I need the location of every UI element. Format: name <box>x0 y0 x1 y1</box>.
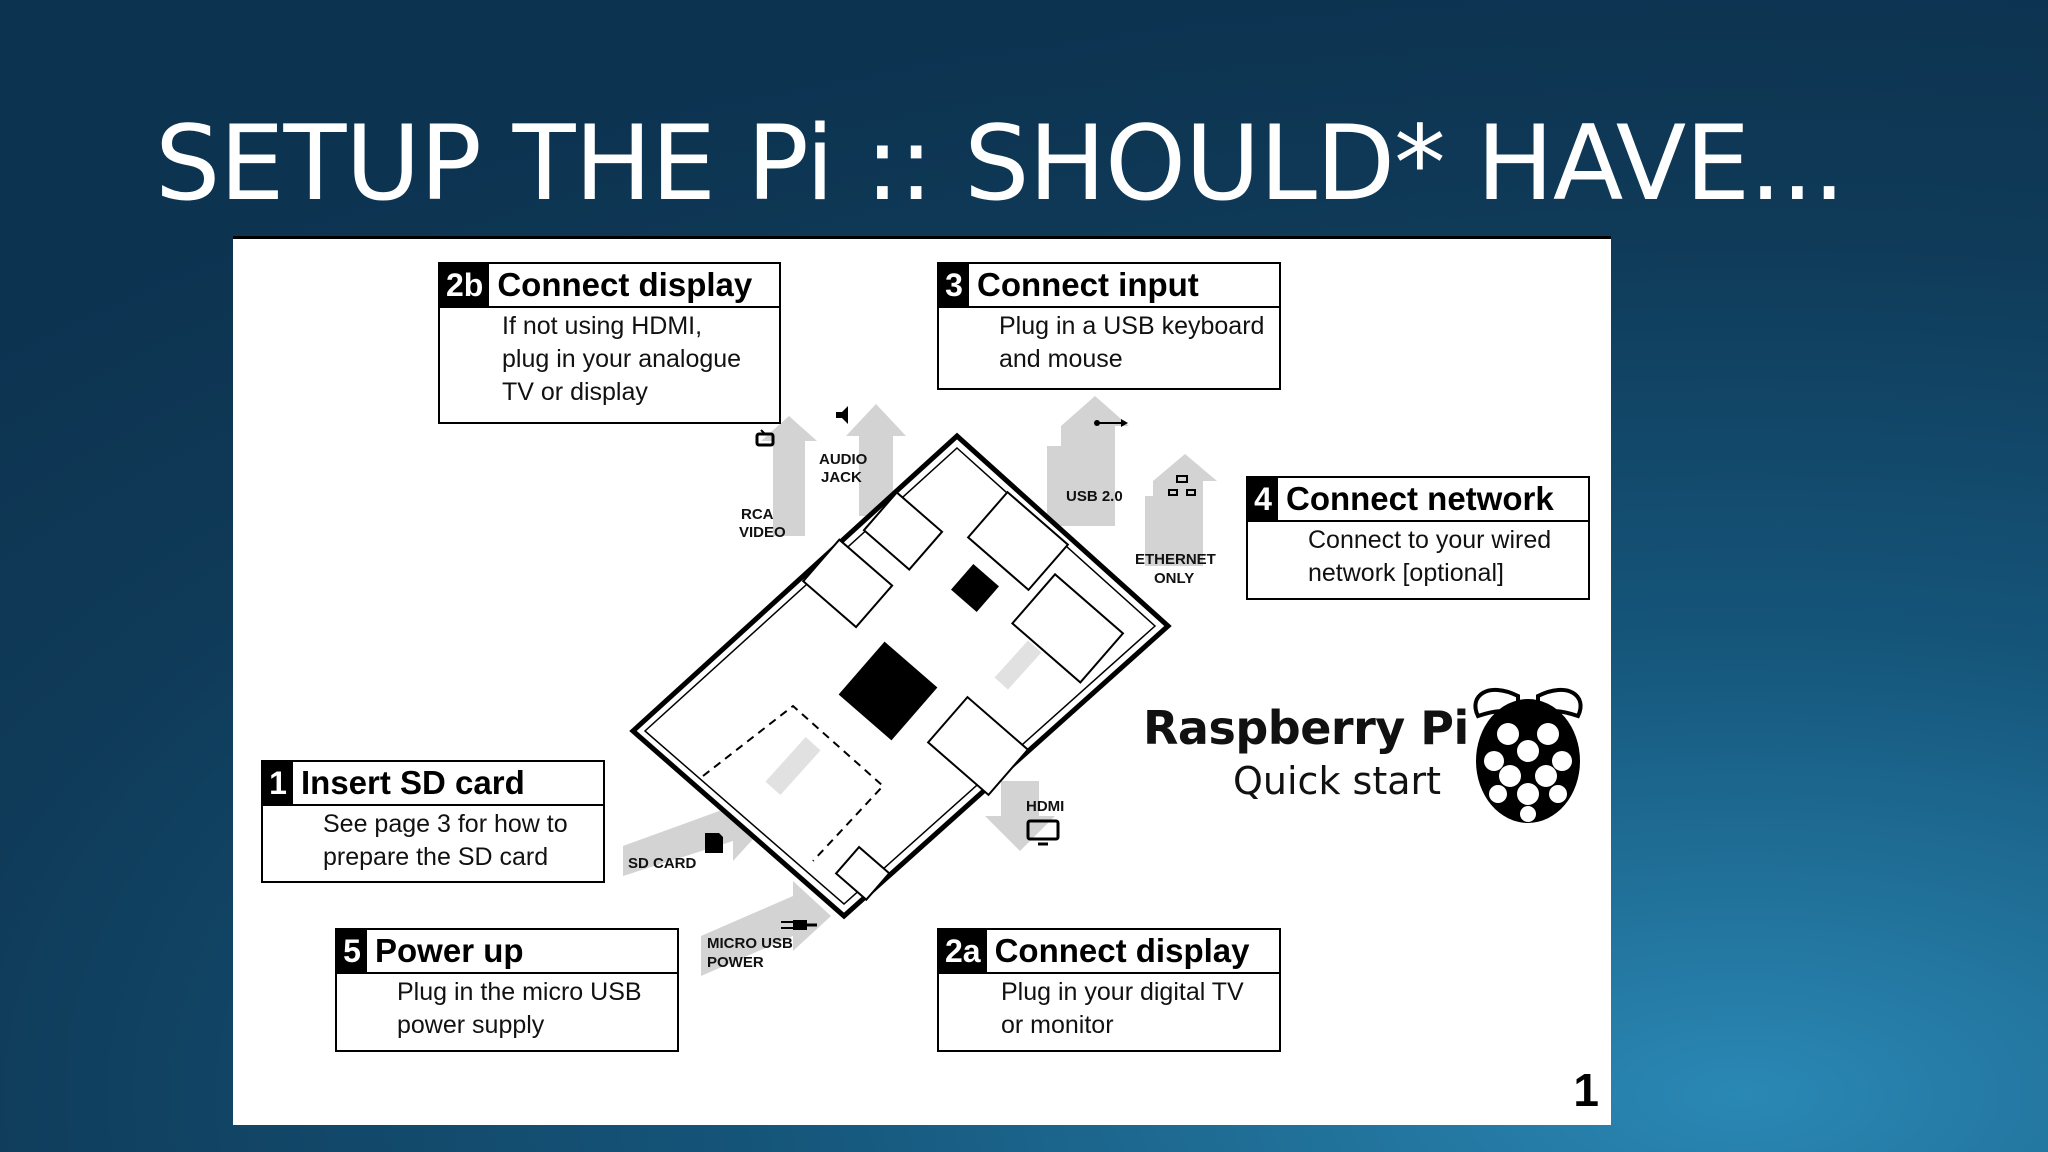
step-body: If not using HDMI, plug in your analogue… <box>502 312 742 406</box>
step-number: 3 <box>939 264 969 306</box>
card-top-border <box>233 236 1611 239</box>
step-3-box: 3 Connect input Plug in a USB keyboard a… <box>937 262 1281 390</box>
cpu-chip <box>838 641 938 741</box>
rca-arrow <box>761 416 817 536</box>
step-body: Plug in your digital TV or monitor <box>1001 978 1244 1039</box>
step-body: See page 3 for how to prepare the SD car… <box>323 810 568 871</box>
step-2b-box: 2b Connect display If not using HDMI, pl… <box>438 262 781 424</box>
step-number: 1 <box>263 762 293 804</box>
usb-arrow <box>1047 396 1129 526</box>
audio-label-1: AUDIO <box>819 451 868 468</box>
audio-label-2: JACK <box>821 469 862 486</box>
slide-title: SETUP THE Pi :: SHOULD* HAVE... <box>155 104 1845 224</box>
step-number: 4 <box>1248 478 1278 520</box>
step-5-box: 5 Power up Plug in the micro USB power s… <box>335 928 679 1052</box>
power-arrow <box>701 881 831 976</box>
tv-icon <box>755 429 775 447</box>
sd-card-icon <box>705 833 723 853</box>
step-heading: Connect network <box>1286 480 1554 517</box>
rca-label-2: VIDEO <box>739 524 786 541</box>
step-body: Plug in a USB keyboard and mouse <box>999 312 1265 373</box>
quick-start-card: RCA VIDEO AUDIO JACK USB 2.0 ETHERNET ON… <box>233 236 1611 1125</box>
step-4-box: 4 Connect network Connect to your wired … <box>1246 476 1590 600</box>
step-header: 2a Connect display <box>939 930 1279 974</box>
step-header: 1 Insert SD card <box>263 762 603 806</box>
power-label-2: POWER <box>707 954 764 971</box>
ethernet-arrow <box>1145 454 1217 566</box>
power-plug-icon <box>781 920 817 930</box>
step-1-box: 1 Insert SD card See page 3 for how to p… <box>261 760 605 883</box>
sd-card-label: SD CARD <box>628 855 697 872</box>
monitor-icon <box>1026 819 1060 846</box>
step-2a-box: 2a Connect display Plug in your digital … <box>937 928 1281 1052</box>
step-body: Connect to your wired network [optional] <box>1308 526 1552 587</box>
pi-board <box>629 432 1172 920</box>
usb-icon <box>1094 419 1128 427</box>
raspberry-pi-board-diagram: RCA VIDEO AUDIO JACK USB 2.0 ETHERNET ON… <box>623 396 1583 976</box>
step-header: 3 Connect input <box>939 264 1279 308</box>
step-heading: Connect display <box>994 932 1250 969</box>
network-icon <box>1168 475 1196 496</box>
step-header: 2b Connect display <box>440 264 779 308</box>
step-number: 5 <box>337 930 367 972</box>
small-chip <box>951 564 999 612</box>
speaker-icon <box>836 406 848 424</box>
step-heading: Insert SD card <box>301 764 525 801</box>
brand-subtitle: Quick start <box>1233 759 1442 803</box>
usb-label: USB 2.0 <box>1066 488 1123 505</box>
step-heading: Connect input <box>977 266 1199 303</box>
hdmi-arrow <box>985 781 1055 851</box>
page-number: 1 <box>1573 1064 1599 1116</box>
power-label-1: MICRO USB <box>707 935 793 952</box>
port-arrows <box>623 396 1217 976</box>
audio-arrow <box>846 404 906 516</box>
step-body: Plug in the micro USB power supply <box>397 978 642 1039</box>
hdmi-label: HDMI <box>1026 798 1064 815</box>
step-header: 5 Power up <box>337 930 677 974</box>
step-number: 2a <box>939 930 987 972</box>
raspberry-pi-logo <box>1473 688 1583 823</box>
brand-title: Raspberry Pi <box>1143 701 1469 755</box>
step-header: 4 Connect network <box>1248 478 1588 522</box>
rca-label-1: RCA <box>741 506 774 523</box>
step-heading: Power up <box>375 932 524 969</box>
step-heading: Connect display <box>497 266 753 303</box>
ethernet-label-2: ONLY <box>1154 570 1194 587</box>
ethernet-label-1: ETHERNET <box>1135 551 1216 568</box>
step-number: 2b <box>440 264 490 306</box>
